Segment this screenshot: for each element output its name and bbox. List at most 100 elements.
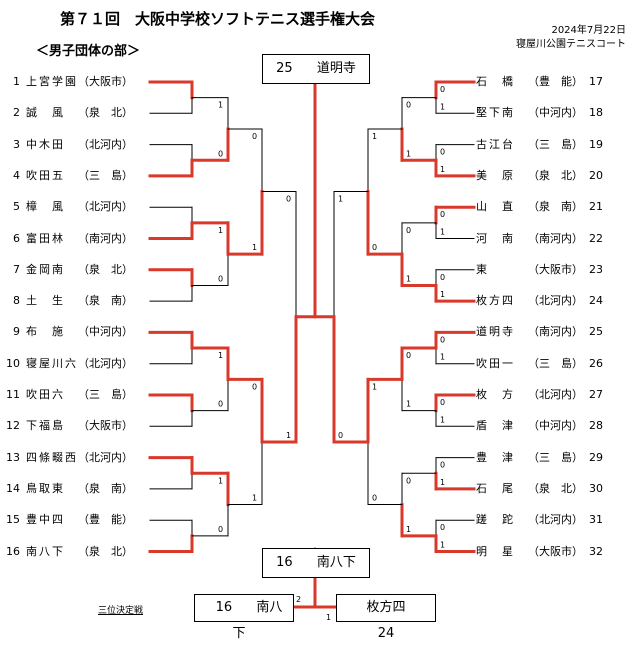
team-number: 20 bbox=[589, 168, 603, 182]
third-left-seed: 16 bbox=[215, 600, 233, 615]
team-left-8: 8 土 生 （泉 南） bbox=[2, 294, 133, 308]
event-venue: 寝屋川公園テニスコート bbox=[516, 39, 626, 50]
team-name: 寝屋川六 bbox=[26, 356, 78, 370]
team-region: （南河内） bbox=[78, 231, 133, 245]
team-right-21: 山 直（泉 南）21 bbox=[476, 200, 607, 214]
match-score: 0 bbox=[372, 494, 377, 503]
team-right-31: 蹉 跎（北河内）31 bbox=[476, 513, 607, 527]
match-score: 0 bbox=[338, 431, 343, 440]
match-score: 0 bbox=[406, 226, 411, 235]
event-date: 2024年7月22日 bbox=[551, 25, 626, 36]
third-place-label: 三位決定戦 bbox=[98, 606, 144, 616]
third-right-name: 枚方四 bbox=[366, 600, 406, 615]
team-number: 32 bbox=[589, 544, 603, 558]
match-score: 1 bbox=[440, 102, 445, 111]
finalist-name: 南八下 bbox=[316, 555, 356, 570]
team-name: 東 bbox=[476, 262, 489, 276]
team-name: 土 生 bbox=[26, 294, 65, 308]
match-score: 0 bbox=[406, 476, 411, 485]
team-name: 南八下 bbox=[26, 544, 65, 558]
team-region: （泉 北） bbox=[78, 106, 133, 120]
team-region: （泉 北） bbox=[78, 262, 133, 276]
match-score: 1 bbox=[406, 525, 411, 534]
team-right-17: 石 橋（豊 能）17 bbox=[476, 75, 607, 89]
tournament-bracket: 1010101001010101010101010101010101010110… bbox=[148, 80, 476, 622]
team-region: （中河内） bbox=[528, 106, 583, 120]
team-region: （北河内） bbox=[78, 356, 133, 370]
team-right-19: 古江台（三 島）19 bbox=[476, 138, 607, 152]
team-right-26: 吹田一 （三 島） 26 bbox=[476, 357, 607, 371]
match-score: 0 bbox=[372, 243, 377, 252]
team-region: （三 島） bbox=[528, 137, 583, 151]
team-right-23: 東（大阪市）23 bbox=[476, 263, 607, 277]
match-score: 0 bbox=[440, 461, 445, 470]
team-name: 盾 津 bbox=[476, 419, 515, 433]
match-score: 0 bbox=[406, 351, 411, 360]
team-name: 美 原 bbox=[476, 168, 515, 182]
team-region: （大阪市） bbox=[78, 75, 133, 88]
team-right-22: 河 南（南河内）22 bbox=[476, 232, 607, 246]
team-region: （北河内） bbox=[78, 137, 133, 151]
match-score: 0 bbox=[286, 195, 291, 204]
team-name: 蹉 跎 bbox=[476, 513, 515, 527]
team-number: 11 bbox=[6, 388, 20, 401]
match-score: 1 bbox=[338, 195, 343, 204]
champion-name: 道明寺 bbox=[316, 61, 356, 76]
team-name: 石 橋 bbox=[476, 75, 515, 88]
team-name: 豊 津 bbox=[476, 450, 515, 464]
team-name: 吹田五 bbox=[26, 168, 65, 182]
team-number: 8 bbox=[13, 294, 20, 308]
finalist-box: 16 南八下 bbox=[262, 548, 370, 578]
team-number: 9 bbox=[13, 325, 20, 339]
match-score: 1 bbox=[440, 541, 445, 550]
champion-seed: 25 bbox=[276, 61, 293, 76]
team-number: 22 bbox=[589, 231, 603, 245]
match-score: 0 bbox=[218, 525, 223, 534]
team-region: （豊 能） bbox=[78, 513, 133, 527]
team-region: （三 島） bbox=[528, 356, 583, 370]
team-name: 下福島 bbox=[26, 419, 65, 433]
team-name: 明 星 bbox=[476, 544, 515, 558]
team-name: 山 直 bbox=[476, 200, 515, 214]
match-score: 1 bbox=[218, 476, 223, 485]
team-number: 26 bbox=[589, 356, 603, 370]
match-score: 1 bbox=[406, 400, 411, 409]
champion-box: 25 道明寺 bbox=[262, 54, 370, 84]
match-score: 0 bbox=[440, 335, 445, 344]
third-place-left-box: 16 南八下 bbox=[194, 594, 294, 641]
team-number: 6 bbox=[13, 231, 20, 245]
team-region: （泉 南） bbox=[78, 294, 133, 308]
team-name: 吹田一 bbox=[476, 356, 515, 370]
match-score: 0 bbox=[440, 85, 445, 94]
team-region: （北河内） bbox=[528, 294, 583, 308]
team-name: 樟 風 bbox=[26, 200, 65, 214]
team-region: （三 島） bbox=[78, 168, 133, 182]
match-score: 1 bbox=[218, 351, 223, 360]
page-title: 第７１回 大阪中学校ソフトテニス選手権大会 bbox=[60, 10, 376, 28]
team-number: 29 bbox=[589, 450, 603, 464]
match-score: 1 bbox=[372, 132, 377, 141]
match-score: 1 bbox=[406, 274, 411, 283]
match-score: 0 bbox=[440, 210, 445, 219]
team-region: （三 島） bbox=[78, 388, 133, 401]
team-region: （大阪市） bbox=[528, 262, 583, 276]
third-place-right-box: 枚方四 24 bbox=[336, 594, 436, 641]
team-name: 吹田六 bbox=[26, 388, 65, 401]
team-right-27: 枚 方（北河内）27 bbox=[476, 388, 607, 402]
team-number: 18 bbox=[589, 106, 603, 120]
team-region: （北河内） bbox=[528, 513, 583, 527]
team-region: （北河内） bbox=[528, 388, 583, 401]
team-name: 中木田 bbox=[26, 137, 65, 151]
team-number: 24 bbox=[589, 294, 603, 308]
team-number: 13 bbox=[6, 450, 20, 464]
team-name: 四條畷西 bbox=[26, 450, 78, 464]
team-number: 14 bbox=[6, 481, 20, 495]
match-score: 0 bbox=[252, 132, 257, 141]
team-name: 石 尾 bbox=[476, 481, 515, 495]
match-score: 1 bbox=[286, 431, 291, 440]
